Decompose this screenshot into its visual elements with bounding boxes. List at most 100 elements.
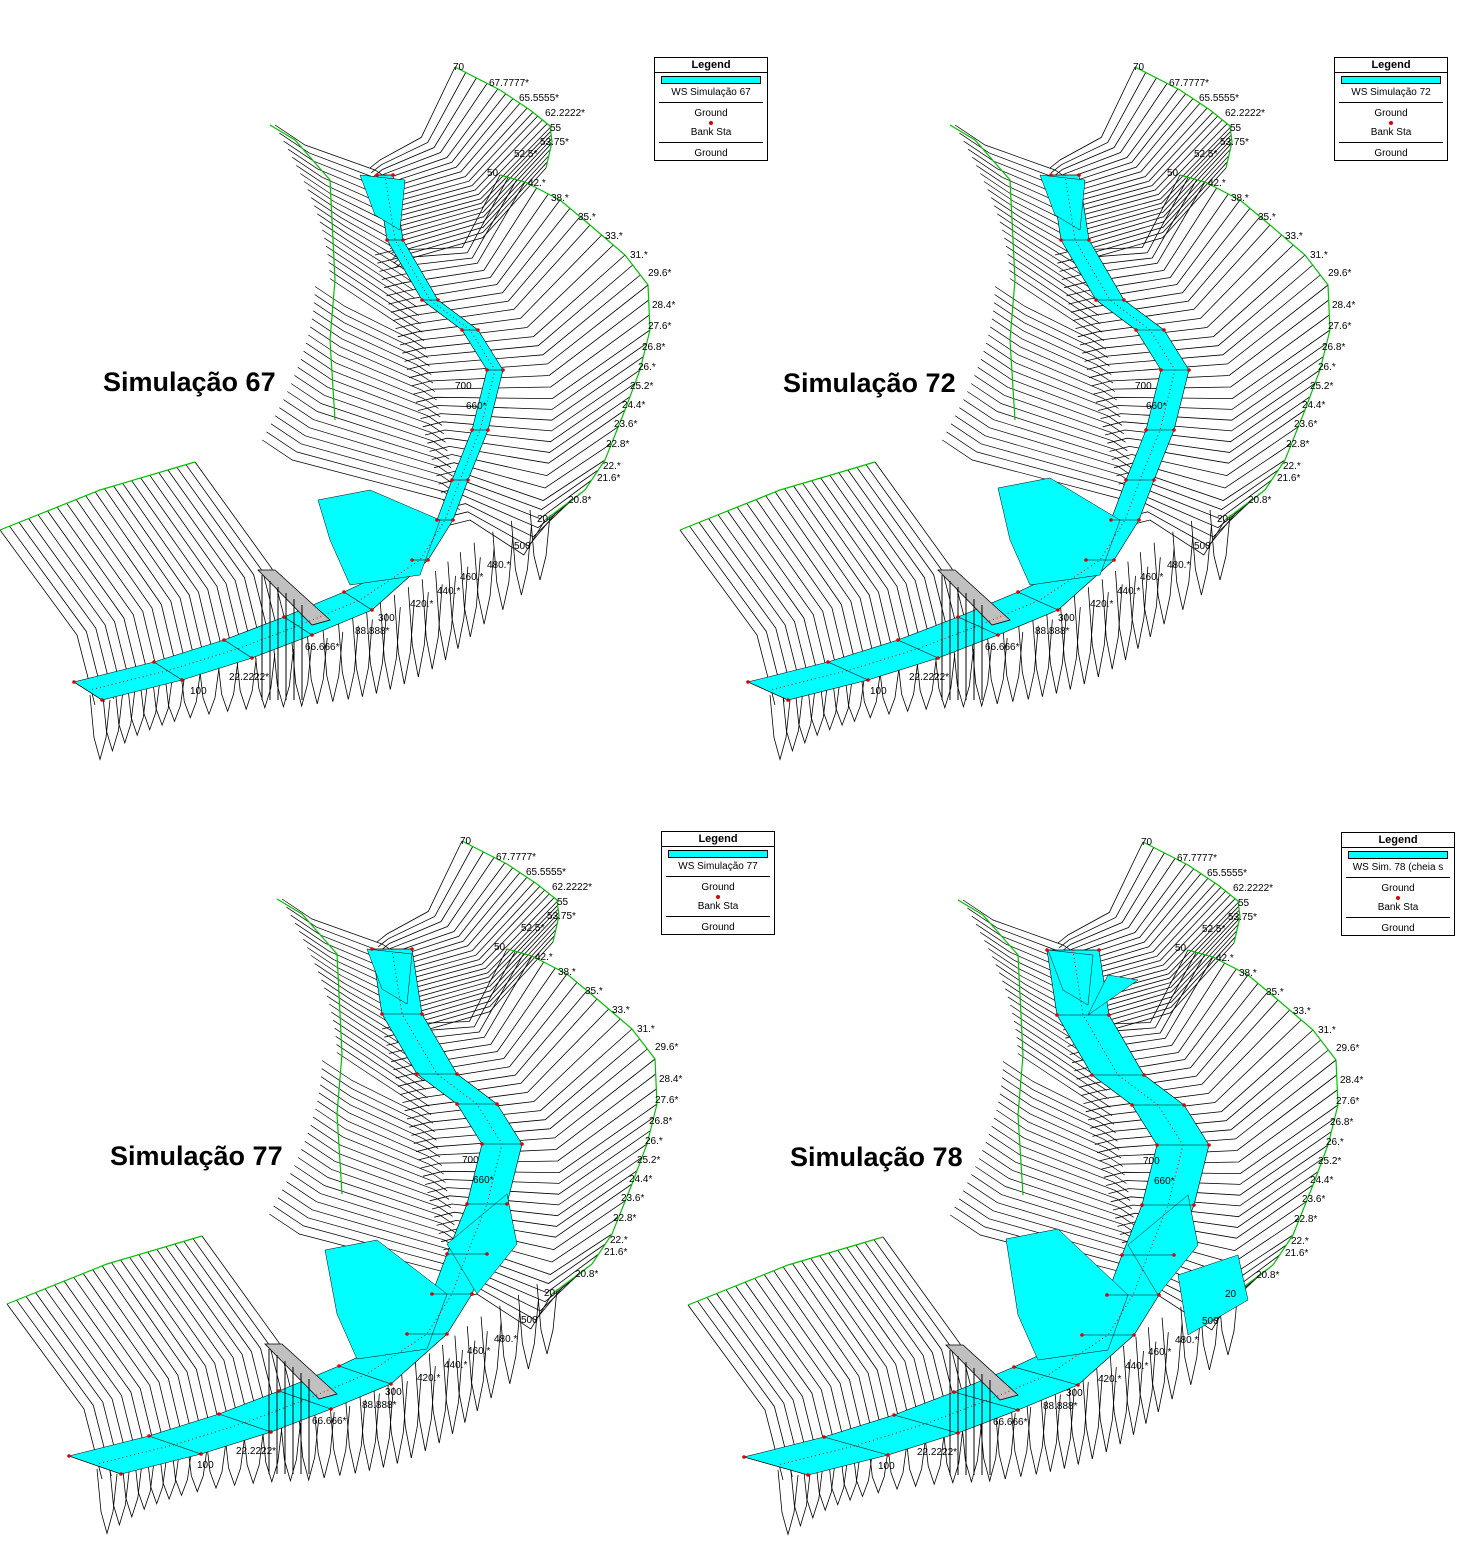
ground-profile-line: [856, 467, 952, 647]
station-label: 300: [1066, 1388, 1083, 1399]
ground-profile-line: [325, 245, 418, 308]
ground-profile-line: [324, 237, 416, 299]
ground-profile-line: [1073, 216, 1261, 321]
ground-profile-line: [1054, 1383, 1075, 1469]
ground-profile-line: [126, 680, 148, 737]
xs-plot-svg: 7067.7777*65.5555*62.2222*5553.75*52.5*5…: [0, 62, 675, 761]
legend-ground2-label: Ground: [1381, 923, 1415, 934]
ws-section-line: [823, 1436, 889, 1456]
ground-profile-line: [1114, 442, 1292, 489]
ground-profile-line: [886, 1437, 908, 1491]
station-label: 100: [870, 686, 887, 697]
station-label: 35.*: [1258, 212, 1276, 223]
ground-profile-line: [499, 1305, 521, 1384]
station-label: 27.6*: [1336, 1096, 1359, 1107]
bank-station-marker: [786, 698, 790, 702]
ground-profile-line: [428, 1353, 450, 1444]
ground-profile-line: [75, 499, 170, 681]
ground-profile-line: [794, 685, 816, 745]
station-label: 26.8*: [1330, 1117, 1353, 1128]
bank-station-marker: [269, 1430, 273, 1434]
ground-profile-line: [999, 1093, 1122, 1159]
bank-station-marker: [455, 1102, 459, 1106]
ground-profile-line: [131, 480, 226, 662]
ground-profile-line: [473, 542, 495, 625]
ground-profile-line: [934, 648, 956, 710]
ws-section-line: [893, 1414, 959, 1434]
ground-profile-line: [286, 1181, 460, 1251]
ground-profile-line: [1061, 858, 1176, 958]
station-label: 62.2222*: [1233, 883, 1273, 894]
ground-profile-line: [421, 579, 443, 670]
ground-profile-line: [319, 221, 412, 282]
bank-station-marker: [1157, 1293, 1161, 1297]
ground-profile-line: [959, 407, 1133, 477]
station-label: 100: [197, 1460, 214, 1471]
bank-station-marker: [1159, 368, 1163, 372]
station-label: 55: [1230, 123, 1242, 134]
reach-line: [499, 174, 651, 521]
station-label: 26.*: [645, 1136, 663, 1147]
station-label: 67.7777*: [1169, 78, 1209, 89]
ground-profile-line: [1172, 531, 1194, 610]
ground-profile-line: [386, 1376, 408, 1464]
ground-profile-line: [294, 375, 446, 443]
station-label: 23.6*: [1302, 1194, 1325, 1205]
ground-profile-line: [963, 399, 1132, 468]
ground-profile-line: [385, 127, 551, 231]
ground-profile-line: [529, 509, 551, 581]
ground-profile-line: [294, 1165, 457, 1234]
ground-profile-line: [1058, 847, 1155, 949]
ground-profile-line: [303, 350, 441, 418]
station-label: 70: [453, 62, 465, 73]
ground-profile-line: [366, 608, 387, 694]
ws-section-line: [278, 1390, 332, 1410]
bank-station-marker: [1105, 1293, 1109, 1297]
ground-profile-line: [167, 469, 263, 650]
station-label: 62.2222*: [1225, 108, 1265, 119]
ground-profile-line: [313, 310, 432, 375]
station-label: 33.*: [605, 231, 623, 242]
ground-profile-line: [391, 961, 545, 1063]
ground-profile-line: [1209, 509, 1231, 581]
station-label: 24.4*: [1310, 1175, 1333, 1186]
ground-profile-line: [1199, 1295, 1220, 1371]
xs-plot-svg: 7067.7777*65.5555*62.2222*5553.75*52.5*5…: [679, 62, 1355, 761]
station-label: 28.4*: [652, 300, 675, 311]
bank-station-marker: [505, 1202, 509, 1206]
legend-bank-label: Bank Sta: [1377, 902, 1419, 913]
water-surface: [747, 174, 1190, 701]
station-label: 25.2*: [637, 1155, 660, 1166]
bank-station-marker: [1187, 368, 1191, 372]
ground-profile-line: [96, 1468, 118, 1535]
ground-profile-line: [1101, 579, 1123, 670]
station-label: 31.*: [1318, 1025, 1336, 1036]
station-label: 65.5555*: [519, 93, 559, 104]
station-label: 52.5*: [1194, 149, 1217, 160]
ground-profile-line: [769, 694, 791, 761]
ground-profile-line: [782, 1266, 877, 1450]
ws-section-line: [743, 1456, 809, 1476]
bank-station-marker: [1162, 328, 1166, 332]
ground-profile-line: [1009, 270, 1103, 333]
bank-station-marker: [445, 1252, 449, 1256]
station-label: 20: [1217, 514, 1229, 525]
ws-section-line: [283, 616, 313, 636]
station-label: 100: [190, 686, 207, 697]
station-label: 22.2222*: [229, 672, 269, 683]
ground-profile-line: [1017, 1045, 1111, 1108]
ground-profile-line: [1016, 1037, 1109, 1100]
xs-plot-svg: 7067.7777*65.5555*62.2222*5553.75*52.5*5…: [6, 836, 682, 1535]
ground-profile-line: [865, 464, 962, 644]
ground-profile-line: [359, 1388, 380, 1471]
ground-profile-line: [376, 840, 463, 943]
ground-profile-line: [420, 356, 644, 421]
legend-box: Legend WS Simulação 72 Ground Bank Sta G…: [1334, 57, 1448, 161]
ground-profile-line: [415, 329, 651, 403]
ground-profile-line: [198, 662, 220, 716]
ground-profile-line: [1093, 314, 1330, 395]
ground-profile-line: [224, 1432, 245, 1487]
ground-profile-line: [235, 653, 257, 711]
water-surface: [359, 174, 406, 231]
ground-profile-line: [443, 489, 586, 529]
